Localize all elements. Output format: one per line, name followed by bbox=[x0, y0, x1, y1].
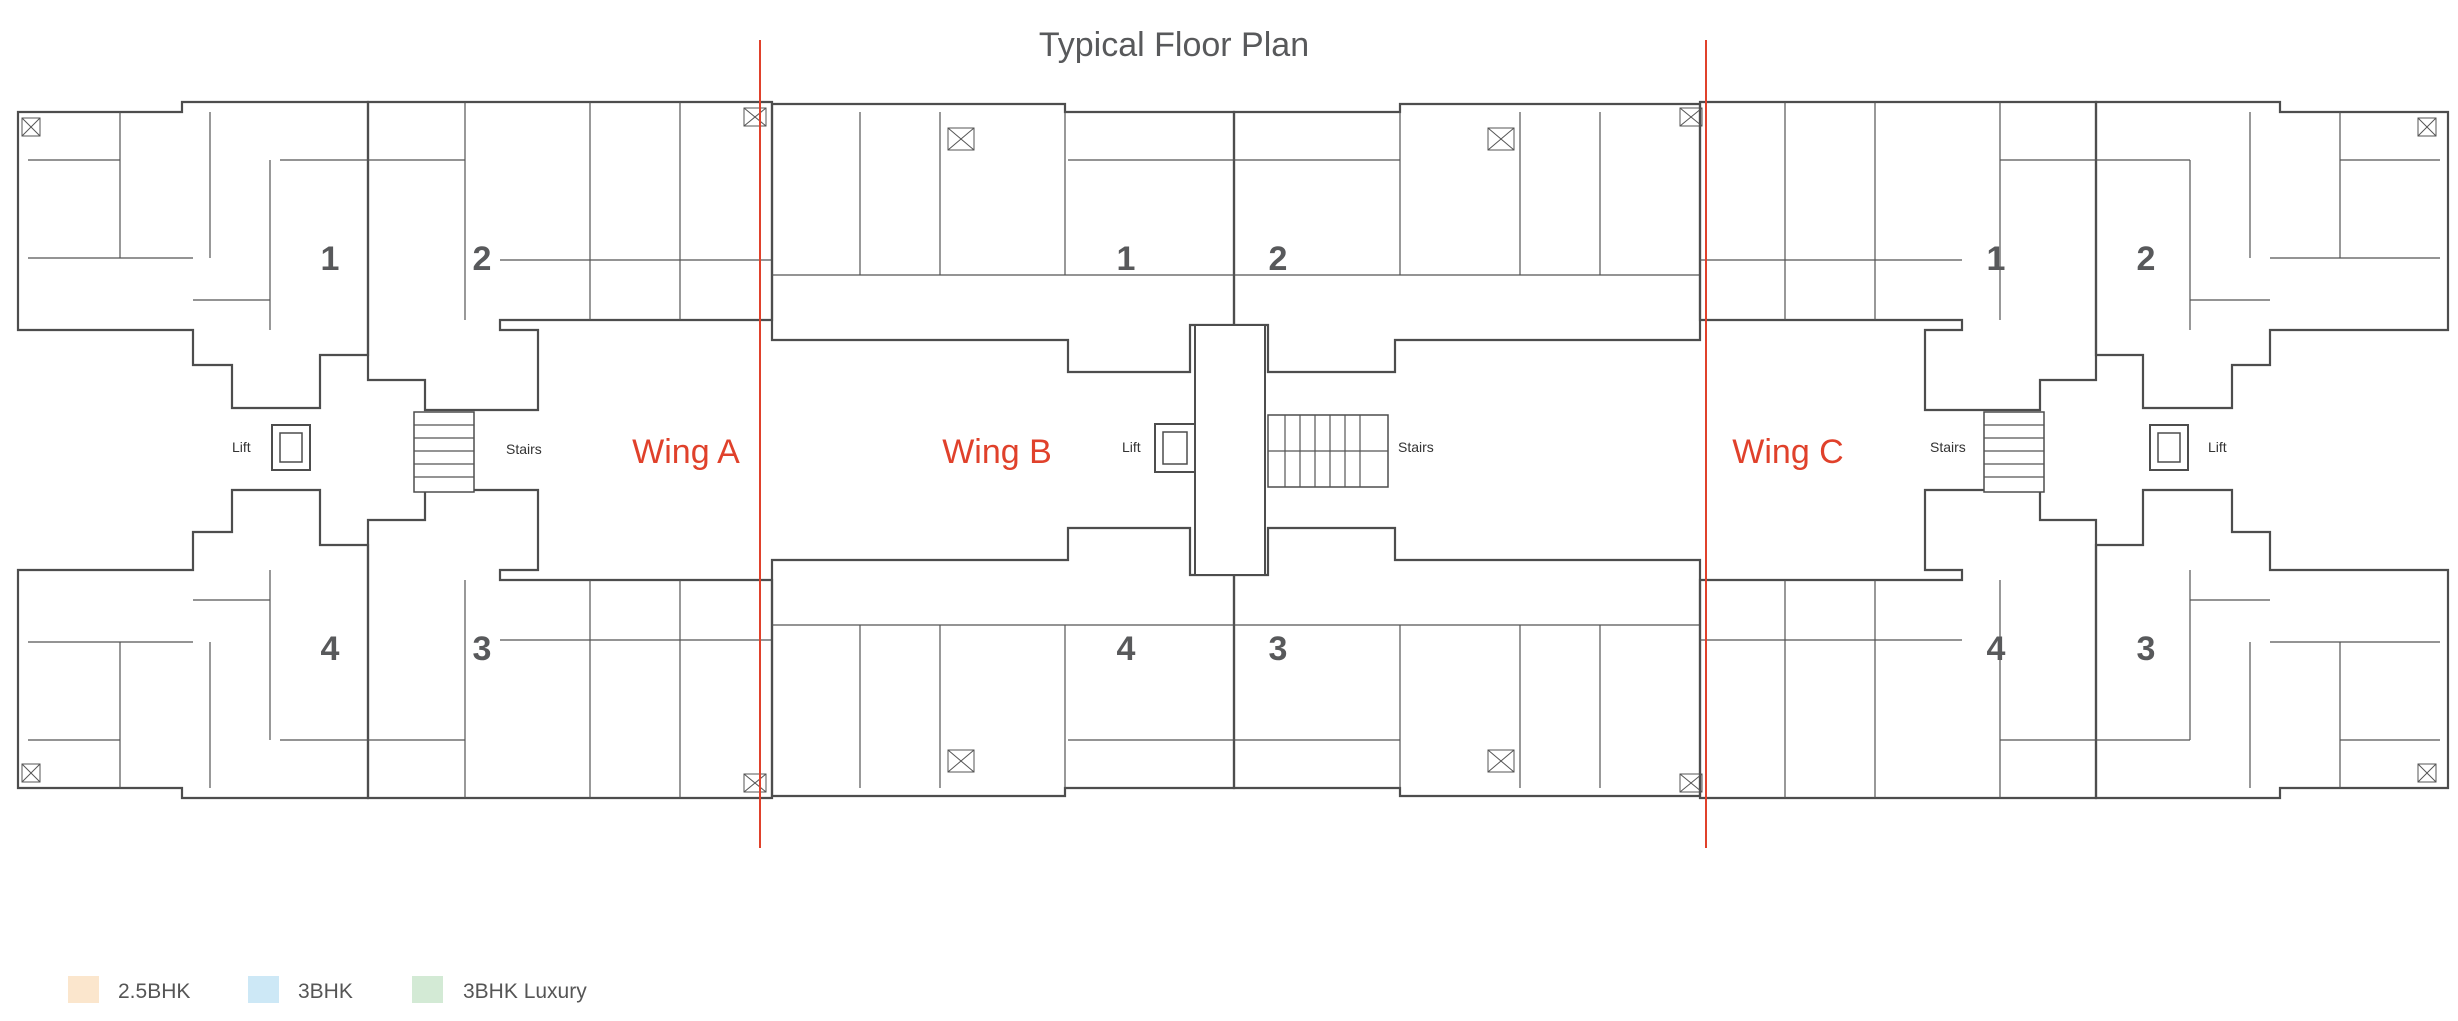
lift-c-label: Lift bbox=[2208, 439, 2227, 455]
legend: 2.5BHK 3BHK 3BHK Luxury bbox=[68, 976, 587, 1003]
core-b-corridor bbox=[1194, 324, 1266, 576]
legend-label-25bhk: 2.5BHK bbox=[118, 980, 190, 1003]
unit-b3-number: 3 bbox=[1269, 630, 1288, 668]
unit-c1-number: 1 bbox=[1987, 240, 2006, 278]
wing-c-label: Wing C bbox=[1732, 433, 1843, 471]
unit-c4-number: 4 bbox=[1987, 630, 2006, 668]
wing-b: Lift Stairs 1 2 4 3 Wing B bbox=[770, 102, 1702, 798]
wing-a: Lift Stairs 1 2 3 4 Wing A bbox=[16, 100, 774, 800]
stairs-c-label: Stairs bbox=[1930, 439, 1966, 455]
unit-b1-shape bbox=[770, 102, 1236, 374]
legend-swatch-25bhk bbox=[68, 976, 99, 1003]
unit-c4-shape bbox=[1698, 488, 2098, 800]
stairs-a-label: Stairs bbox=[506, 441, 542, 457]
unit-c2-shape bbox=[2094, 100, 2450, 410]
unit-b4-shape bbox=[770, 526, 1236, 798]
unit-c1-shape bbox=[1698, 100, 2098, 412]
unit-b4-number: 4 bbox=[1117, 630, 1136, 668]
wing-a-label: Wing A bbox=[632, 433, 740, 471]
unit-a1-shape bbox=[16, 100, 370, 410]
unit-b1-number: 1 bbox=[1117, 240, 1136, 278]
stairs-a bbox=[413, 411, 475, 493]
legend-label-3bhk: 3BHK bbox=[298, 980, 353, 1003]
legend-swatch-3bhk bbox=[248, 976, 279, 1003]
wing-b-label: Wing B bbox=[942, 433, 1052, 471]
lift-a-label: Lift bbox=[232, 439, 251, 455]
unit-c3-number: 3 bbox=[2137, 630, 2156, 668]
unit-b2-number: 2 bbox=[1269, 240, 1288, 278]
wing-c: Stairs Lift 1 2 4 3 Wing C bbox=[1698, 100, 2450, 800]
unit-b3-shape bbox=[1232, 526, 1702, 798]
unit-a2-shape bbox=[366, 100, 774, 412]
unit-c2-number: 2 bbox=[2137, 240, 2156, 278]
unit-a4-shape bbox=[16, 488, 370, 800]
unit-b2-shape bbox=[1232, 102, 1702, 374]
legend-label-3bhk-luxury: 3BHK Luxury bbox=[463, 980, 587, 1003]
unit-a2-number: 2 bbox=[473, 240, 492, 278]
unit-a3-number: 3 bbox=[473, 630, 492, 668]
stairs-b-label: Stairs bbox=[1398, 439, 1434, 455]
unit-a4-number: 4 bbox=[321, 630, 340, 668]
unit-a3-shape bbox=[366, 488, 774, 800]
lift-a-shaft bbox=[271, 424, 311, 471]
lift-b-shaft bbox=[1154, 423, 1196, 473]
window-markers bbox=[21, 107, 2437, 793]
unit-c3-shape bbox=[2094, 488, 2450, 800]
stairs-c bbox=[1983, 411, 2045, 493]
legend-swatch-3bhk-luxury bbox=[412, 976, 443, 1003]
lift-b-label: Lift bbox=[1122, 439, 1141, 455]
lift-c-shaft bbox=[2149, 424, 2189, 471]
unit-a1-number: 1 bbox=[321, 240, 340, 278]
plan-title: Typical Floor Plan bbox=[1039, 26, 1309, 64]
